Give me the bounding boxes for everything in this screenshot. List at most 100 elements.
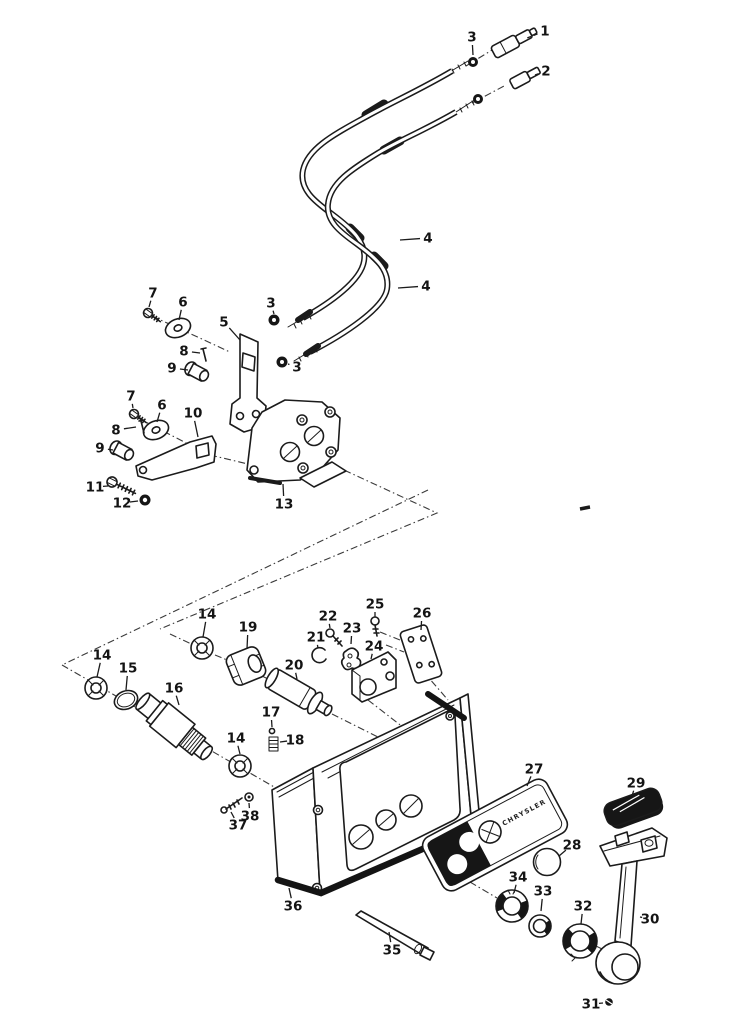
- callout-number-5: 5: [219, 315, 228, 331]
- cable-connector-1: [490, 27, 538, 59]
- callout-leader-34: [513, 884, 517, 894]
- part-28-disc: [532, 847, 562, 877]
- part-14-flower-nut-a: [84, 676, 108, 700]
- callout-number-3: 3: [467, 30, 476, 46]
- part-19-knurled-knob: [225, 646, 267, 686]
- part-8-pin-b: [138, 419, 145, 434]
- callout-number-14: 14: [198, 607, 217, 623]
- callout-number-21: 21: [307, 630, 326, 646]
- part-6-washer-a: [164, 317, 192, 339]
- part-37-screw: [220, 797, 243, 814]
- callout-number-28: 28: [563, 838, 582, 854]
- part-8-pin-a: [200, 347, 207, 362]
- callout-leader-16: [175, 695, 180, 706]
- callout-leader-8: [191, 351, 201, 354]
- callout-number-15: 15: [119, 661, 138, 677]
- callout-number-1: 1: [540, 24, 549, 40]
- callout-number-20: 20: [285, 658, 304, 674]
- part-26-plate: [399, 624, 443, 684]
- callout-leader-6: [178, 309, 182, 321]
- callout-number-22: 22: [319, 609, 338, 625]
- part-7-screw-b: [128, 408, 148, 424]
- part-13-backplate: [246, 399, 347, 488]
- part-23-pawl: [340, 647, 362, 671]
- callout-leader-15: [125, 675, 128, 691]
- callout-number-29: 29: [627, 776, 646, 792]
- part-35-pivot-pin: [355, 910, 435, 961]
- callout-leader-8: [123, 426, 137, 430]
- cable-nut-3: [268, 57, 483, 368]
- callout-number-30: 30: [641, 912, 660, 928]
- callout-leader-6: [156, 412, 161, 423]
- part-22-screw: [325, 628, 343, 647]
- part-31-screw: [605, 998, 613, 1006]
- callout-number-13: 13: [275, 497, 294, 513]
- callout-leader-3: [272, 310, 275, 315]
- part-27-faceplate: CHRYSLER: [421, 778, 569, 892]
- callout-leader-23: [350, 635, 353, 645]
- part-21-e-clip: [311, 646, 327, 664]
- callout-number-2: 2: [541, 64, 550, 80]
- callout-number-25: 25: [366, 597, 385, 613]
- part-24-interlock-bracket: [351, 651, 397, 703]
- callout-number-7: 7: [148, 286, 157, 302]
- callout-leader-9: [179, 368, 189, 371]
- callout-number-7: 7: [126, 389, 135, 405]
- callout-number-16: 16: [165, 681, 184, 697]
- callout-leader-27: [526, 776, 532, 787]
- callout-number-3: 3: [292, 360, 301, 376]
- part-16-shaft-assembly: [135, 692, 214, 761]
- callout-leader-10: [193, 420, 199, 438]
- callout-number-31: 31: [582, 997, 601, 1013]
- callout-leader-35: [388, 931, 392, 943]
- part-12-nut: [139, 494, 151, 506]
- callout-number-34: 34: [509, 870, 528, 886]
- callout-number-18: 18: [286, 733, 305, 749]
- callout-leader-21: [316, 644, 319, 649]
- callout-leader-14: [96, 662, 101, 678]
- callout-number-36: 36: [284, 899, 303, 915]
- callout-number-3: 3: [266, 296, 275, 312]
- callout-leader-18: [279, 740, 288, 743]
- callout-number-19: 19: [239, 620, 258, 636]
- callout-number-11: 11: [86, 480, 105, 496]
- callout-number-24: 24: [365, 639, 384, 655]
- throttle-cable-upper: [287, 60, 469, 329]
- part-17-ball: [268, 727, 276, 735]
- part-30-handle-lever: [595, 827, 668, 985]
- callout-number-4: 4: [421, 279, 430, 295]
- part-6-washer-b: [142, 419, 170, 441]
- callout-number-35: 35: [383, 943, 402, 959]
- callout-leader-32: [580, 913, 583, 925]
- callout-leader-26: [420, 620, 423, 631]
- part-7-screw-a: [142, 307, 162, 323]
- callout-number-27: 27: [525, 762, 544, 778]
- part-11-bolt: [106, 476, 137, 496]
- callout-leader-28: [558, 849, 567, 857]
- callout-number-14: 14: [93, 648, 112, 664]
- callout-leader-29: [631, 790, 635, 797]
- part-38-washer: [244, 792, 254, 802]
- callout-number-33: 33: [534, 884, 553, 900]
- callout-leader-4: [397, 285, 419, 289]
- part-9-bushing-a: [184, 361, 210, 382]
- callout-leader-37: [230, 811, 235, 819]
- part-10-anchor-arm: [135, 435, 217, 481]
- shift-cable-lower: [293, 98, 477, 362]
- part-36-control-housing: [271, 691, 481, 897]
- callout-number-8: 8: [179, 344, 188, 360]
- part-14-flower-nut-b: [190, 636, 214, 660]
- part-32-split-bushing: [562, 923, 598, 962]
- part-25-screw: [370, 616, 380, 637]
- callout-leader-7: [148, 300, 152, 308]
- callout-number-14: 14: [227, 731, 246, 747]
- cable-connector-2: [509, 66, 541, 90]
- callout-number-26: 26: [413, 606, 432, 622]
- callout-number-38: 38: [241, 809, 260, 825]
- callout-leader-33: [540, 898, 543, 912]
- callout-leader-22: [328, 623, 331, 629]
- part-15-o-ring: [113, 689, 139, 711]
- callout-leader-14: [202, 621, 207, 638]
- callout-number-17: 17: [262, 705, 281, 721]
- callout-number-8: 8: [111, 423, 120, 439]
